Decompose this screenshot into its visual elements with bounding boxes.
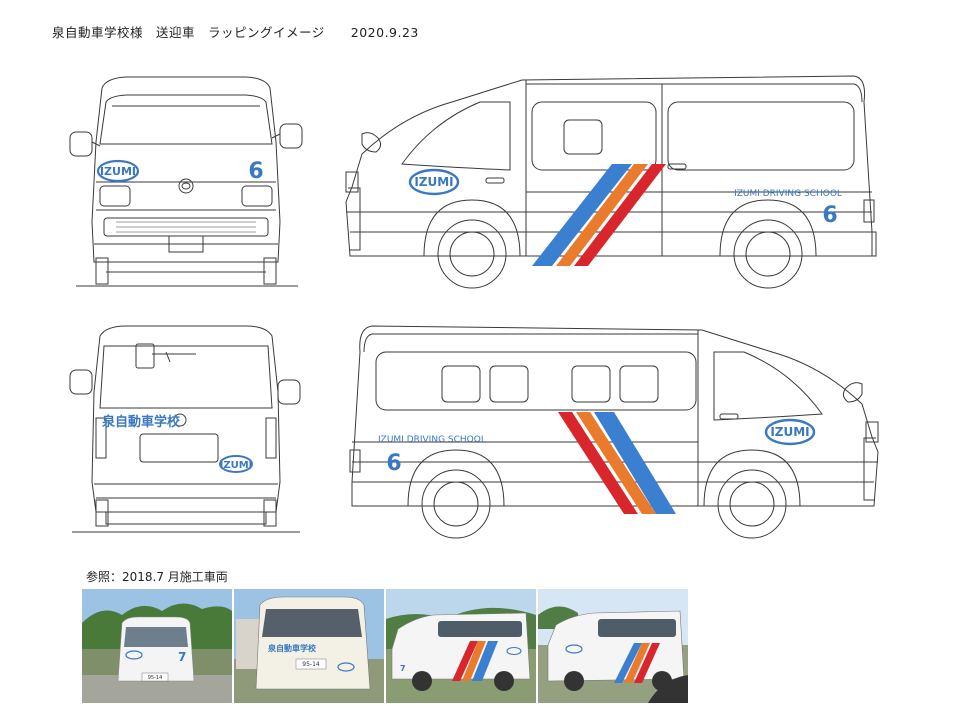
title-date: 2020.9.23 — [350, 25, 419, 40]
rear-logo-text: IZUMI — [220, 460, 253, 471]
stripe-blue — [532, 164, 632, 266]
photo-left-number: 7 — [400, 664, 406, 673]
side-logo-swoosh — [408, 168, 460, 196]
photo-rear-plate: 95-14 — [302, 661, 320, 668]
side-school-name: IZUMI DRIVING SCHOOL — [734, 189, 842, 199]
reference-photo-front: 95-14 7 — [82, 589, 232, 703]
stripe-blue-right — [594, 412, 676, 514]
right-logo-swoosh — [764, 418, 816, 446]
rear-view-drawing: 泉自動車学校 IZUMI — [66, 322, 306, 540]
right-side-view-drawing: IZUMI DRIVING SCHOOL 6 IZUMI — [342, 322, 882, 539]
right-school-name: IZUMI DRIVING SCHOOL — [378, 435, 486, 445]
right-logo-text: IZUMI — [770, 425, 809, 439]
reference-photo-left-side: 7 — [386, 589, 536, 703]
reference-label: 参照：2018.7 月施工車両 — [86, 570, 228, 584]
side-car-number: 6 — [822, 203, 837, 228]
rear-logo-swoosh — [219, 455, 253, 473]
photo-rear-school-name: 泉自動車学校 — [267, 643, 317, 653]
stripe-orange — [556, 164, 648, 266]
front-logo-swoosh — [96, 159, 140, 183]
side-logo-text: IZUMI — [414, 175, 453, 189]
stripe-red — [574, 164, 666, 266]
reference-photo-right-side — [538, 589, 688, 703]
photo-front-plate: 95-14 — [148, 675, 163, 681]
stripe-orange-right — [576, 412, 656, 514]
rear-school-name-jp: 泉自動車学校 — [102, 414, 181, 430]
stripe-red-right — [558, 412, 638, 514]
front-view-drawing: IZUMI 6 — [66, 72, 306, 292]
reference-photo-rear: 泉自動車学校 95-14 — [234, 589, 384, 703]
front-logo-text: IZUMI — [100, 165, 136, 178]
left-side-view-drawing: IZUMI IZUMI DRIVING SCHOOL 6 — [342, 72, 882, 289]
photo-front-number: 7 — [178, 650, 186, 664]
title-text: 泉自動車学校様 送迎車 ラッピングイメージ — [52, 25, 325, 40]
right-car-number: 6 — [386, 451, 401, 476]
page-title: 泉自動車学校様 送迎車 ラッピングイメージ 2020.9.23 — [52, 22, 419, 41]
front-car-number: 6 — [248, 159, 263, 184]
